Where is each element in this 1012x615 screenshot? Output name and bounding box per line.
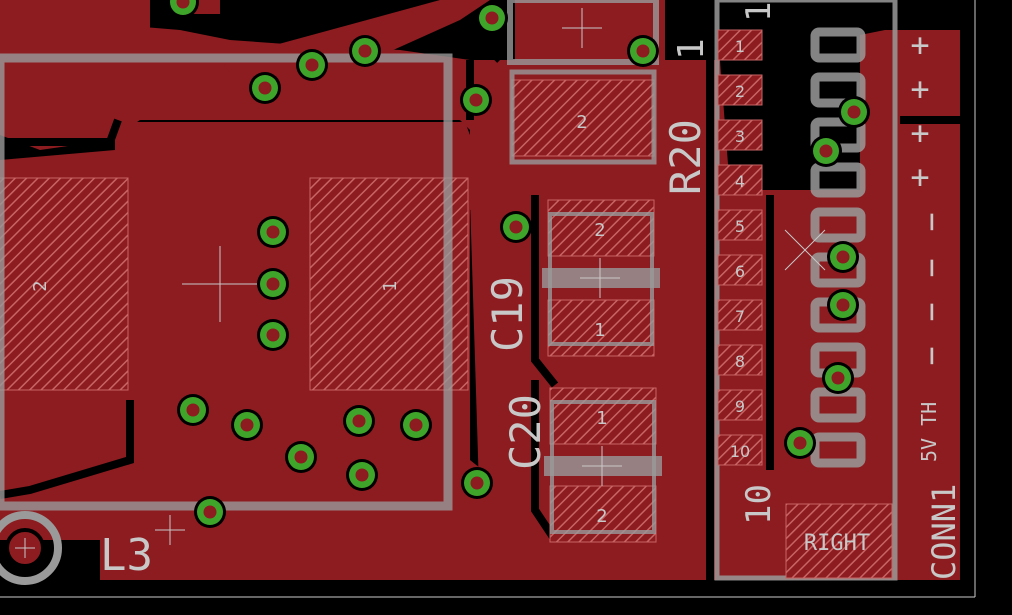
via-drill (305, 58, 319, 72)
via-drill (358, 44, 372, 58)
via-drill (847, 105, 861, 119)
conn1-pin-number: 4 (735, 172, 745, 191)
via-drill (831, 371, 845, 385)
r20-resistor: 2 R20 1 (507, 0, 712, 195)
via-drill (793, 436, 807, 450)
conn1-through-hole (810, 72, 866, 108)
conn1-pin-number: 8 (735, 352, 745, 371)
conn1-pin-pad (717, 254, 763, 286)
l3-pad-right-number: 1 (380, 280, 401, 291)
conn1-pin-pad (717, 119, 763, 151)
conn1-pin10-label: 10 (739, 484, 779, 525)
via-drill (836, 298, 850, 312)
conn1-connector: 1 2 3 4 5 6 7 8 9 10 1 10 RIGHT CONN1 5V TH + + +… (714, 0, 963, 581)
c19-capacitor: 2 1 C19 (483, 199, 660, 357)
isolation-gaps (0, 36, 960, 580)
via-drill (352, 414, 366, 428)
l3-pad-right (309, 177, 469, 391)
minus-mark: − (912, 212, 950, 231)
conn1-pin-pad (717, 299, 763, 331)
polarity-marks: + + + + − − − − (910, 26, 950, 366)
conn1-pin-number: 1 (735, 37, 745, 56)
conn1-label: CONN1 (925, 484, 963, 580)
conn1-pin-number: 10 (730, 442, 750, 461)
minus-mark: − (912, 302, 950, 321)
c19-pad-bottom-number: 1 (594, 320, 605, 341)
via-drill (266, 277, 280, 291)
c20-capacitor: 1 2 C20 (501, 387, 662, 543)
conn1-pin-number: 5 (735, 217, 745, 236)
conn1-pin-pad (717, 74, 763, 106)
l3-pad-left-number: 2 (30, 280, 51, 291)
r20-label: R20 (661, 119, 710, 195)
conn1-pin-pad (717, 389, 763, 421)
r20-pad-number: 2 (576, 112, 587, 133)
via-drill (485, 11, 499, 25)
conn1-pin-number: 3 (735, 127, 745, 146)
plus-mark: + (910, 158, 929, 196)
conn1-through-hole (810, 27, 866, 63)
conn1-pin-number: 9 (735, 397, 745, 416)
board-edge (0, 0, 976, 598)
conn1-pin-number: 7 (735, 307, 745, 326)
c20-label: C20 (501, 394, 550, 470)
via-drill (266, 328, 280, 342)
via-drill (176, 0, 190, 9)
via-drill (186, 403, 200, 417)
power-label: 5V TH (917, 402, 941, 462)
conn1-pin-pad (717, 434, 763, 466)
conn1-pin-pad (717, 29, 763, 61)
r20-pad (511, 79, 655, 157)
via-drill (819, 144, 833, 158)
c19-pad-bottom (547, 299, 655, 357)
c19-pad-top-number: 2 (594, 220, 605, 241)
l3-pad-left (0, 177, 129, 391)
conn1-pin-number: 2 (735, 82, 745, 101)
c19-pad-top (547, 199, 655, 257)
vias (167, 0, 870, 528)
via-drill (509, 220, 523, 234)
via-drill (636, 44, 650, 58)
plus-mark: + (910, 26, 929, 64)
conn1-through-hole (810, 432, 866, 468)
conn1-through-hole (810, 162, 866, 198)
via-drill (266, 225, 280, 239)
conn1-pin1-label: 1 (739, 2, 779, 22)
conn1-through-hole (810, 207, 866, 243)
c19-label: C19 (483, 276, 532, 352)
minus-mark: − (912, 346, 950, 365)
plus-mark: + (910, 70, 929, 108)
via-drill (409, 418, 423, 432)
conn1-pin-pad (717, 164, 763, 196)
mounting-hole (0, 511, 62, 585)
via-drill (258, 81, 272, 95)
c20-pad-top-number: 1 (596, 408, 607, 429)
conn1-pin-number: 6 (735, 262, 745, 281)
r20-pin1-label: 1 (671, 38, 712, 60)
via-drill (836, 250, 850, 264)
c20-pad-bottom-number: 2 (596, 506, 607, 527)
conn1-pin-pad (717, 344, 763, 376)
conn1-pin-pad (717, 209, 763, 241)
right-label: RIGHT (804, 531, 870, 556)
via-drill (203, 505, 217, 519)
l3-inductor: 2 1 L3 (0, 53, 469, 581)
plus-mark: + (910, 114, 929, 152)
conn1-pins: 1 2 3 4 5 6 7 8 9 10 (717, 29, 763, 466)
via-drill (470, 476, 484, 490)
via-drill (469, 93, 483, 107)
l3-label: L3 (100, 530, 153, 581)
right-pad (785, 503, 893, 579)
via-drill (294, 450, 308, 464)
via-drill (355, 468, 369, 482)
minus-mark: − (912, 258, 950, 277)
via-drill (240, 418, 254, 432)
